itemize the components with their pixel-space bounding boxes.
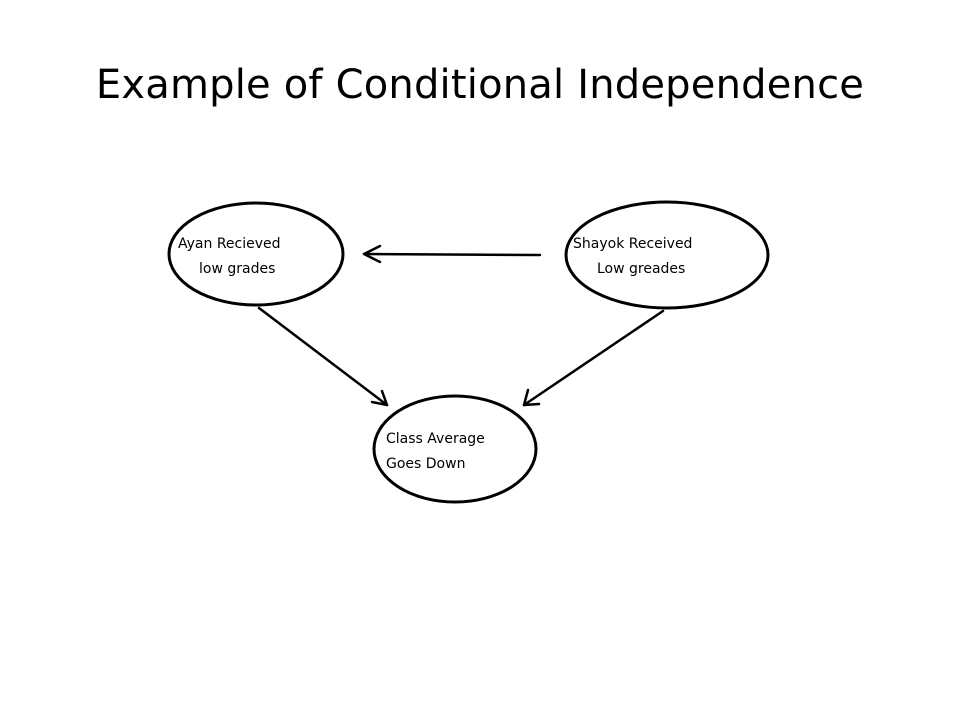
edge-ayan-to-class <box>257 306 389 407</box>
node-ayan: Ayan Recieved low grades <box>167 201 345 307</box>
node-shayok: Shayok Received Low greades <box>564 200 770 310</box>
edge-shayok-to-class-line <box>522 309 665 407</box>
slide-title: Example of Conditional Independence <box>95 62 865 108</box>
edge-shayok-to-class-arrowhead <box>522 388 541 407</box>
edge-ayan-to-class-line <box>257 306 389 407</box>
edge-shayok-to-ayan-line <box>362 252 542 257</box>
node-ayan-label-line2: low grades <box>199 261 275 277</box>
node-class-average-label-line2: Goes Down <box>386 456 465 472</box>
edge-shayok-to-ayan <box>362 244 542 264</box>
node-ayan-ellipse <box>167 201 345 307</box>
edge-ayan-to-class-arrowhead <box>370 389 389 407</box>
edge-shayok-to-class <box>522 309 665 407</box>
node-ayan-label-line1: Ayan Recieved <box>178 236 281 252</box>
edge-shayok-to-ayan-arrowhead <box>362 244 382 264</box>
node-shayok-label-line1: Shayok Received <box>573 236 692 252</box>
node-shayok-label-line2: Low greades <box>597 261 685 277</box>
node-shayok-ellipse <box>564 200 770 310</box>
node-class-average-ellipse <box>372 394 538 504</box>
node-class-average-label-line1: Class Average <box>386 431 485 447</box>
node-class-average: Class Average Goes Down <box>372 394 538 504</box>
